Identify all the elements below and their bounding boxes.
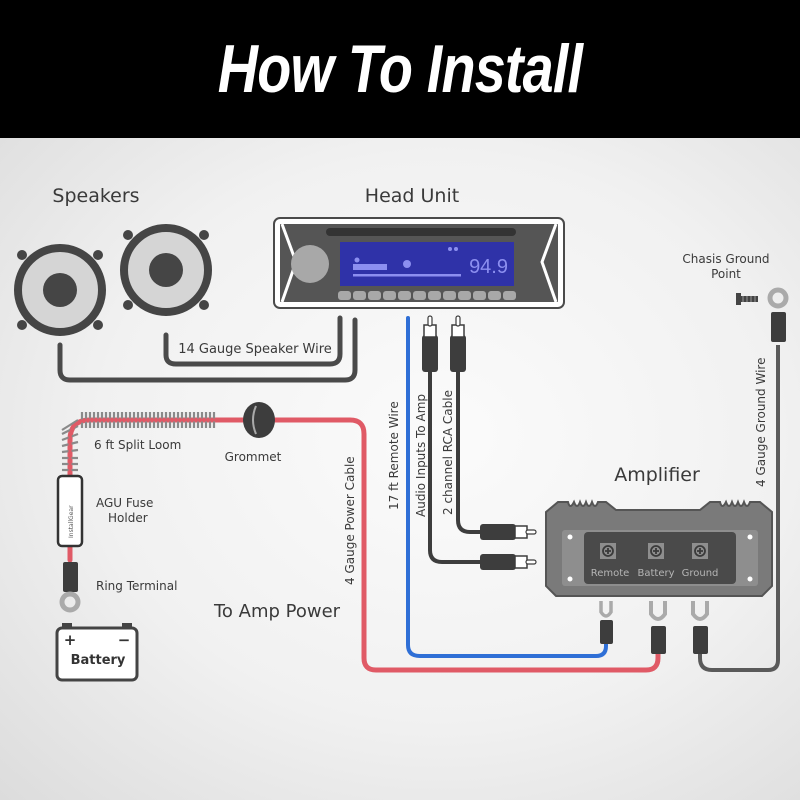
spade-terminal-ground (691, 601, 709, 654)
split-loom-label: 6 ft Split Loom (94, 438, 181, 452)
battery: + − Battery (55, 623, 139, 682)
speaker-right (120, 224, 212, 316)
to-amp-power-label: To Amp Power (213, 601, 341, 622)
ring-terminal (59, 562, 81, 613)
preset-button[interactable] (383, 291, 396, 300)
battery-plus: + (64, 631, 77, 649)
fuse-holder-label-2: Holder (108, 511, 148, 525)
fuse-brand: InstallGear (68, 505, 75, 538)
preset-button[interactable] (503, 291, 516, 300)
preset-button[interactable] (353, 291, 366, 300)
terminal-label-battery: Battery (637, 568, 674, 579)
preset-button[interactable] (473, 291, 486, 300)
preset-button[interactable] (368, 291, 381, 300)
speaker-wire-label: 14 Gauge Speaker Wire (178, 342, 332, 357)
speaker-wire-outer (57, 317, 358, 383)
rca-plugs-amp (480, 524, 537, 570)
power-cable-label: 4 Gauge Power Cable (343, 456, 357, 585)
preset-button[interactable] (443, 291, 456, 300)
ring-terminal-label: Ring Terminal (96, 579, 177, 593)
battery-minus: − (118, 631, 131, 649)
preset-buttons (338, 291, 516, 300)
speaker-wire-inner (163, 315, 343, 367)
ground-wire (698, 345, 780, 672)
preset-button[interactable] (413, 291, 426, 300)
remote-wire-label: 17 ft Remote Wire (387, 401, 401, 510)
chassis-ground-label-2: Point (711, 267, 741, 281)
spade-terminal-battery (649, 601, 667, 654)
rca-plugs-head (422, 315, 466, 372)
volume-knob[interactable] (291, 245, 329, 283)
spade-terminal-remote (599, 601, 613, 644)
chassis-ground-terminal (767, 287, 789, 342)
terminal-label-ground: Ground (682, 568, 719, 579)
head-unit-label: Head Unit (365, 185, 459, 207)
amp-terminal-ground (692, 543, 708, 559)
ground-wire-label: 4 Gauge Ground Wire (754, 358, 768, 487)
chassis-ground-label-1: Chasis Ground (682, 252, 769, 266)
header-banner: How To Install (0, 0, 800, 138)
grommet-label: Grommet (225, 450, 282, 464)
radio-frequency: 94.9 (469, 256, 508, 278)
preset-button[interactable] (398, 291, 411, 300)
terminal-label-remote: Remote (591, 568, 630, 579)
amp-terminal-battery (648, 543, 664, 559)
fuse-holder: InstallGear (56, 474, 84, 548)
rca-cable-label: 2 channel RCA Cable (441, 390, 455, 515)
chassis-screw-icon (736, 293, 758, 305)
remote-wire (406, 316, 608, 658)
head-unit: 94.9 (273, 217, 565, 309)
speakers-label: Speakers (52, 185, 139, 207)
preset-button[interactable] (338, 291, 351, 300)
speaker-wires (57, 315, 358, 383)
amplifier: Remote Battery Ground (545, 499, 773, 597)
fuse-holder-label-1: AGU Fuse (96, 496, 153, 510)
rca-cables (428, 370, 480, 564)
amplifier-label: Amplifier (614, 464, 700, 486)
amp-terminal-remote (600, 543, 616, 559)
preset-button[interactable] (488, 291, 501, 300)
spade-terminals (599, 601, 709, 654)
preset-button[interactable] (428, 291, 441, 300)
page-title: How To Install (217, 31, 583, 107)
cd-slot (326, 228, 516, 236)
battery-label: Battery (71, 653, 126, 668)
speaker-left (14, 244, 106, 336)
grommet (243, 402, 275, 438)
audio-inputs-label: Audio Inputs To Amp (414, 394, 428, 517)
preset-button[interactable] (458, 291, 471, 300)
